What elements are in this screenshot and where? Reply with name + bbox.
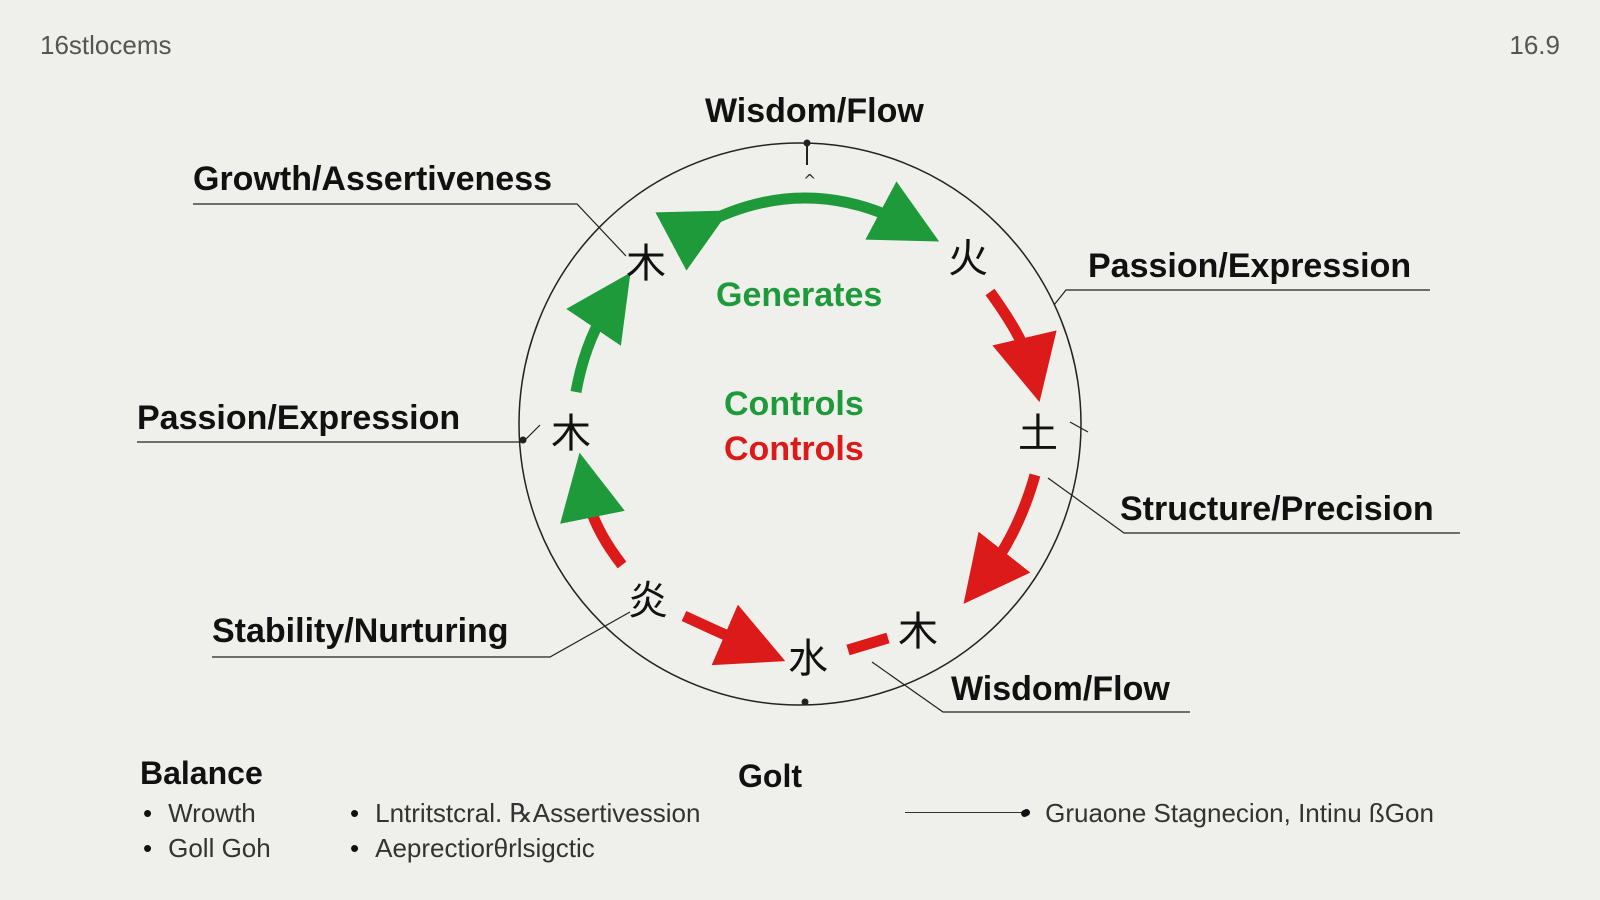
header-left-text: 16stlocems [40,30,172,60]
element-upper-right-glyph: 火 [948,236,988,282]
leader-lower-left [212,611,631,658]
label-upper-right: Passion/Expression [1088,247,1411,285]
leader-mid-right [1047,477,1460,534]
element-left-glyph: 木 [551,411,591,457]
control-arrow-bottom-left [681,604,786,666]
leader-mid-left [137,424,541,443]
element-upper-left-glyph: 木 [626,241,666,287]
center-generates: Generates [716,276,882,314]
header-right-text: 16.9 [1509,30,1560,60]
control-arrow-lower-right [963,473,1041,604]
label-lower-left: Stability/Nurturing [212,612,509,650]
leader-upper-left [193,203,627,257]
generate-arrow-lower-left-head [560,452,625,524]
element-lower-left-glyph: 炎 [628,578,668,624]
label-mid-left: Passion/Expression [137,399,460,437]
leader-mid-right-tick [1069,421,1089,433]
control-arrow-upper-right [985,288,1057,403]
label-lower-right: Wisdom/Flow [951,670,1170,708]
generate-arrow-top [655,181,940,271]
bottom-dot [801,698,809,706]
center-controls-green: Controls [724,385,864,423]
element-bottom-glyph: 水 [788,636,828,682]
center-controls-red: Controls [724,430,864,468]
top-caret: ^ [803,171,816,190]
generate-arrow-upper-left [566,272,631,393]
leader-upper-right [1053,289,1430,306]
element-lower-right-glyph: 木 [898,609,938,655]
element-right-glyph: 土 [1018,411,1058,457]
label-mid-right: Structure/Precision [1120,490,1434,528]
cycle-circle [518,142,1082,706]
label-top: Wisdom/Flow [705,92,924,130]
top-tick-dot [803,139,811,147]
control-dash-bottom-right [846,632,890,656]
label-upper-left: Growth/Assertiveness [193,160,552,198]
leader-lower-right [871,661,1190,713]
